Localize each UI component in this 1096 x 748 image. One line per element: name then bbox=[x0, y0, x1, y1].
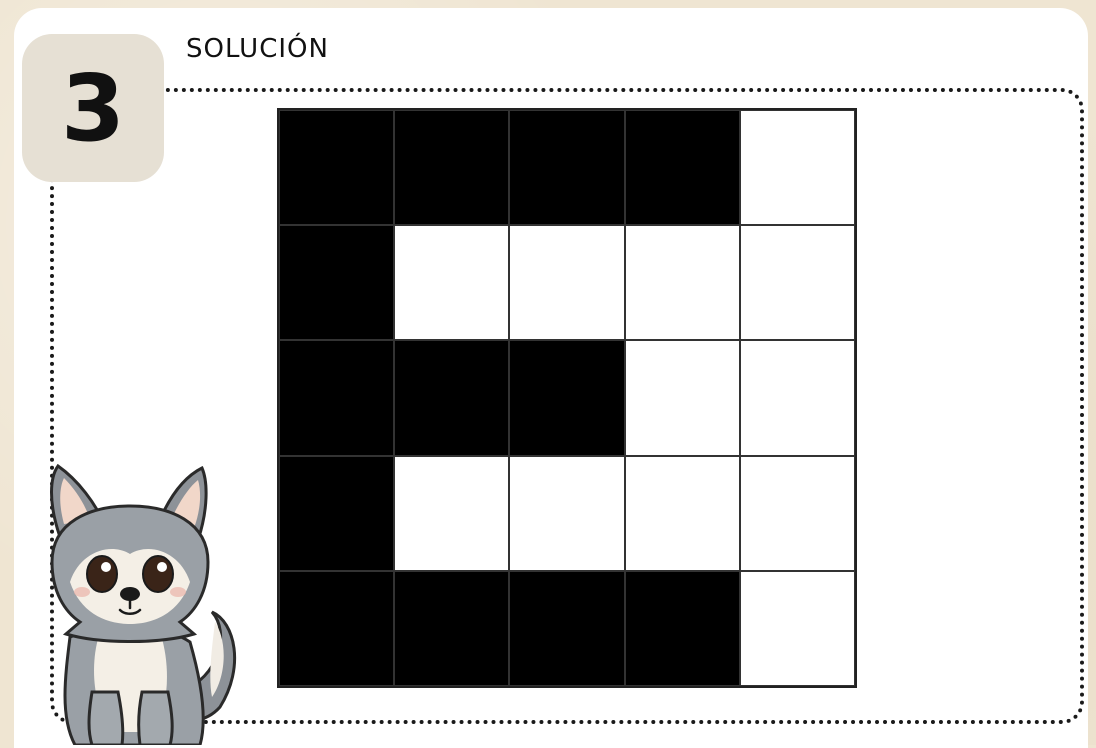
filled-cell-r3-c2 bbox=[394, 340, 509, 455]
empty-cell-r4-c3 bbox=[509, 456, 624, 571]
wolf-illustration bbox=[30, 462, 240, 745]
filled-cell-r1-c1 bbox=[279, 110, 394, 225]
empty-cell-r5-c5 bbox=[740, 571, 855, 686]
empty-cell-r3-c4 bbox=[625, 340, 740, 455]
filled-cell-r5-c4 bbox=[625, 571, 740, 686]
filled-cell-r1-c3 bbox=[509, 110, 624, 225]
empty-cell-r4-c5 bbox=[740, 456, 855, 571]
wolf-left-eye bbox=[87, 556, 117, 592]
filled-cell-r5-c2 bbox=[394, 571, 509, 686]
filled-cell-r2-c1 bbox=[279, 225, 394, 340]
filled-cell-r5-c3 bbox=[509, 571, 624, 686]
empty-cell-r3-c5 bbox=[740, 340, 855, 455]
empty-cell-r4-c2 bbox=[394, 456, 509, 571]
wolf-nose bbox=[120, 587, 140, 601]
exercise-number-badge: 3 bbox=[22, 34, 164, 182]
filled-cell-r5-c1 bbox=[279, 571, 394, 686]
empty-cell-r2-c3 bbox=[509, 225, 624, 340]
filled-cell-r3-c3 bbox=[509, 340, 624, 455]
filled-cell-r1-c2 bbox=[394, 110, 509, 225]
wolf-right-eye bbox=[143, 556, 173, 592]
filled-cell-r1-c4 bbox=[625, 110, 740, 225]
empty-cell-r2-c5 bbox=[740, 225, 855, 340]
filled-cell-r3-c1 bbox=[279, 340, 394, 455]
pixel-grid bbox=[277, 108, 857, 688]
empty-cell-r2-c2 bbox=[394, 225, 509, 340]
empty-cell-r4-c4 bbox=[625, 456, 740, 571]
filled-cell-r4-c1 bbox=[279, 456, 394, 571]
empty-cell-r1-c5 bbox=[740, 110, 855, 225]
empty-cell-r2-c4 bbox=[625, 225, 740, 340]
solution-title: SOLUCIÓN bbox=[186, 34, 329, 64]
